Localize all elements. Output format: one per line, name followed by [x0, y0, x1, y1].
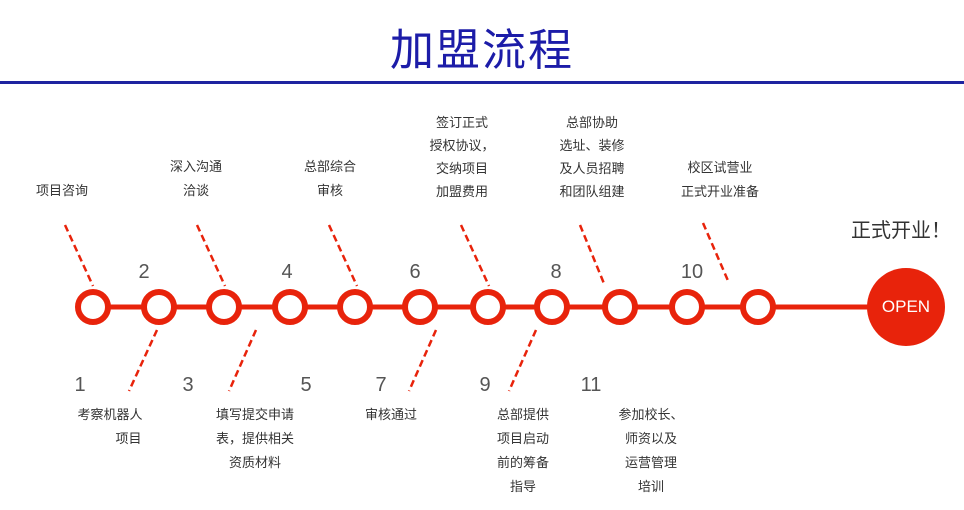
step-number: 9 — [479, 374, 491, 396]
page-title: 加盟流程 — [390, 25, 574, 76]
connector-bottom — [507, 329, 538, 392]
step-number: 5 — [300, 374, 312, 396]
step-number: 10 — [680, 261, 704, 283]
step-label: 填写提交申请表，提供相关资质材料 — [215, 408, 295, 471]
step-node — [470, 289, 506, 325]
step-label: 总部提供项目启动前的筹备指导 — [496, 408, 550, 495]
step-label: 校区试营业正式开业准备 — [680, 161, 760, 200]
step-label: 总部综合审核 — [303, 160, 357, 199]
step-node — [206, 289, 242, 325]
grand-opening-label: 正式开业！ — [851, 218, 951, 242]
step-node — [337, 289, 373, 325]
step-label: 总部协助选址、装修及人员招聘和团队组建 — [559, 116, 625, 200]
step-number: 11 — [580, 374, 602, 396]
title-divider — [0, 81, 964, 84]
connector-bottom — [407, 329, 438, 392]
step-label: 考察机器人项目 — [77, 408, 143, 447]
step-node — [75, 289, 111, 325]
step-node — [272, 289, 308, 325]
step-number: 7 — [375, 374, 387, 396]
connector-top — [701, 222, 731, 284]
open-badge: OPEN — [867, 268, 945, 346]
connector-bottom — [127, 329, 159, 392]
step-label: 参加校长、师资以及运营管理培训 — [618, 408, 684, 495]
step-node — [534, 289, 570, 325]
step-label: 签订正式授权协议，交纳项目加盟费用 — [429, 116, 495, 200]
connector-top — [195, 224, 227, 287]
connector-top — [459, 224, 491, 287]
step-label: 深入沟通洽谈 — [169, 160, 223, 199]
step-number: 6 — [409, 261, 421, 283]
step-label: 审核通过 — [364, 408, 418, 423]
step-node — [740, 289, 776, 325]
step-node — [602, 289, 638, 325]
step-number: 3 — [182, 374, 194, 396]
step-node — [141, 289, 177, 325]
step-number: 8 — [550, 261, 562, 283]
connector-top — [578, 224, 607, 287]
connector-bottom — [227, 329, 258, 392]
connector-top — [63, 224, 95, 287]
step-number: 2 — [138, 261, 150, 283]
step-label: 项目咨询 — [35, 184, 89, 199]
step-node — [669, 289, 705, 325]
step-number: 4 — [281, 261, 293, 283]
connector-top — [327, 224, 359, 287]
step-number: 1 — [74, 374, 86, 396]
step-node — [402, 289, 438, 325]
